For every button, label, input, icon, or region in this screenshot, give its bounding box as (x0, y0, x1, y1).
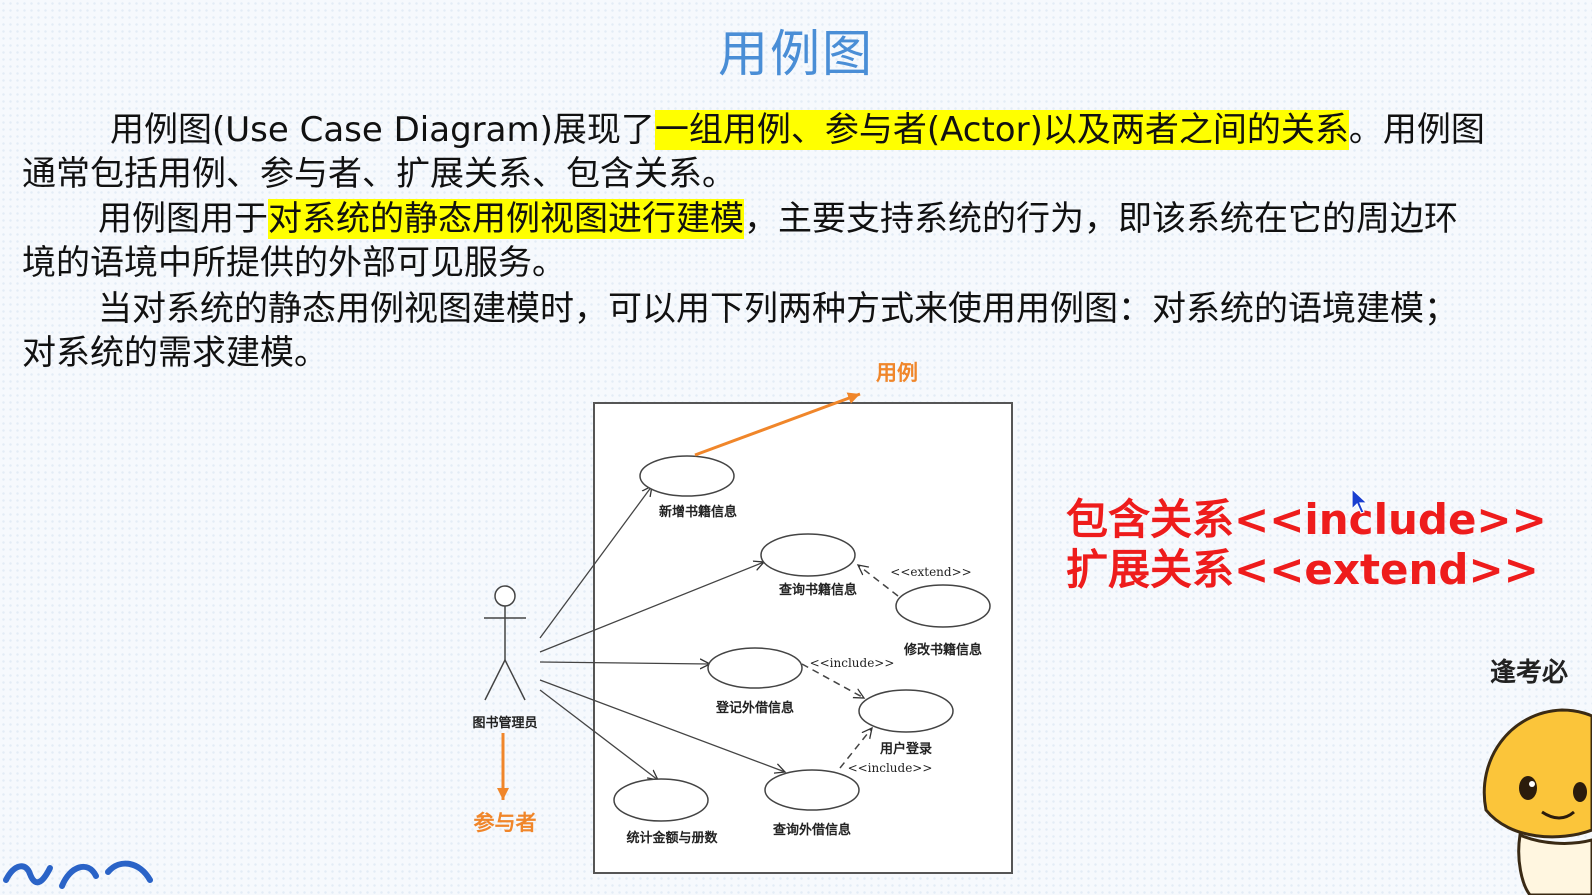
watermark-text: 逢考必 (1490, 658, 1569, 688)
paragraph-text: 当对系统的静态用例视图建模时，可以用下列两种方式来使用用例图：对系统的语境建模； (98, 289, 1458, 329)
include-stereotype: <<include>> (848, 761, 933, 775)
extend-stereotype: <<extend>> (890, 565, 971, 579)
use-case-label: 查询外借信息 (772, 822, 851, 838)
paragraph-text: 。用例图 (1348, 110, 1485, 150)
use-case-label: 查询书籍信息 (778, 582, 857, 598)
paragraph-1-line-1: 用例图(Use Case Diagram)展现了一组用例、参与者(Actor)以… (22, 108, 1592, 152)
paragraph-1: 用例图(Use Case Diagram)展现了一组用例、参与者(Actor)以… (22, 108, 1592, 196)
use-case-label: 登记外借信息 (715, 700, 794, 716)
actor-annotation: 参与者 (474, 811, 537, 835)
highlighted-text: 一组用例、参与者(Actor)以及两者之间的关系 (654, 110, 1349, 150)
paragraph-2: 用例图用于对系统的静态用例视图进行建模，主要支持系统的行为，即该系统在它的周边环… (22, 197, 1592, 285)
paragraph-text: ，主要支持系统的行为，即该系统在它的周边环 (744, 199, 1458, 239)
paragraph-text: 用例图(Use Case Diagram)展现了 (110, 110, 655, 150)
use-case-label: 新增书籍信息 (659, 504, 737, 520)
association-lines (539, 486, 785, 780)
actor-figure (484, 585, 526, 701)
use-case-annotation-arrow (694, 392, 861, 457)
mascot-image (1482, 708, 1592, 895)
paragraph-text: 用例图用于 (98, 199, 268, 239)
use-case-label: 修改书籍信息 (903, 642, 982, 658)
paragraph-3-line-2: 对系统的需求建模。 (22, 333, 328, 373)
include-stereotype: <<include>> (810, 656, 895, 670)
paragraph-2-line-1: 用例图用于对系统的静态用例视图进行建模，主要支持系统的行为，即该系统在它的周边环 (22, 197, 1592, 241)
mouse-cursor-icon (1351, 487, 1369, 514)
actor-label: 图书管理员 (472, 715, 537, 731)
paragraph-2-line-2: 境的语境中所提供的外部可见服务。 (22, 243, 566, 283)
paragraph-1-line-2: 通常包括用例、参与者、扩展关系、包含关系。 (22, 154, 736, 194)
use-case-label: 用户登录 (879, 741, 932, 757)
use-case-label: 统计金额与册数 (626, 830, 718, 846)
extend-relation-label: 扩展关系<<extend>> (1066, 545, 1539, 594)
use-case-ellipses (613, 455, 991, 822)
highlighted-text: 对系统的静态用例视图进行建模 (268, 199, 744, 239)
brush-stroke-decoration (3, 860, 153, 889)
page-title: 用例图 (718, 25, 874, 83)
use-case-annotation: 用例 (876, 361, 918, 385)
paragraph-3-line-1: 当对系统的静态用例视图建模时，可以用下列两种方式来使用用例图：对系统的语境建模； (22, 287, 1592, 331)
paragraph-3: 当对系统的静态用例视图建模时，可以用下列两种方式来使用用例图：对系统的语境建模；… (22, 287, 1592, 375)
dependency-lines (801, 565, 899, 769)
include-relation-label: 包含关系<<include>> (1066, 495, 1547, 544)
